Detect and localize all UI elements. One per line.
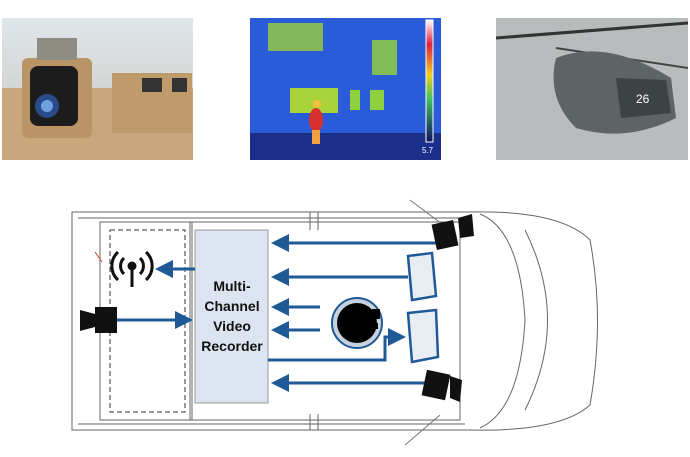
monitor-icons [406, 251, 440, 364]
recorder-label-line-2: Channel [204, 298, 259, 314]
arrows [112, 234, 438, 392]
helicopter-photo: 26 [496, 18, 688, 160]
recorder-label: Multi- Channel Video Recorder [201, 278, 263, 354]
antenna-icon [110, 250, 154, 287]
vehicle-camera-photo [2, 18, 193, 160]
arrow-output-monitor [268, 328, 406, 362]
rear-camera-icon [80, 307, 117, 333]
recorder-label-line-1: Multi- [213, 278, 251, 294]
recorder-label-line-3: Video [213, 318, 251, 334]
helicopter-tail-number: 26 [636, 92, 650, 106]
front-camera-top-icon [431, 214, 474, 251]
video-recorder-box [194, 229, 269, 404]
thermal-image-photo: 5.7 [250, 18, 441, 160]
recorder-label-line-4: Recorder [201, 338, 263, 354]
front-camera-bottom-icon [421, 369, 462, 402]
dome-camera-icon [331, 297, 383, 349]
van-outline [71, 199, 598, 446]
thermal-scale-value: 5.7 [422, 146, 434, 155]
